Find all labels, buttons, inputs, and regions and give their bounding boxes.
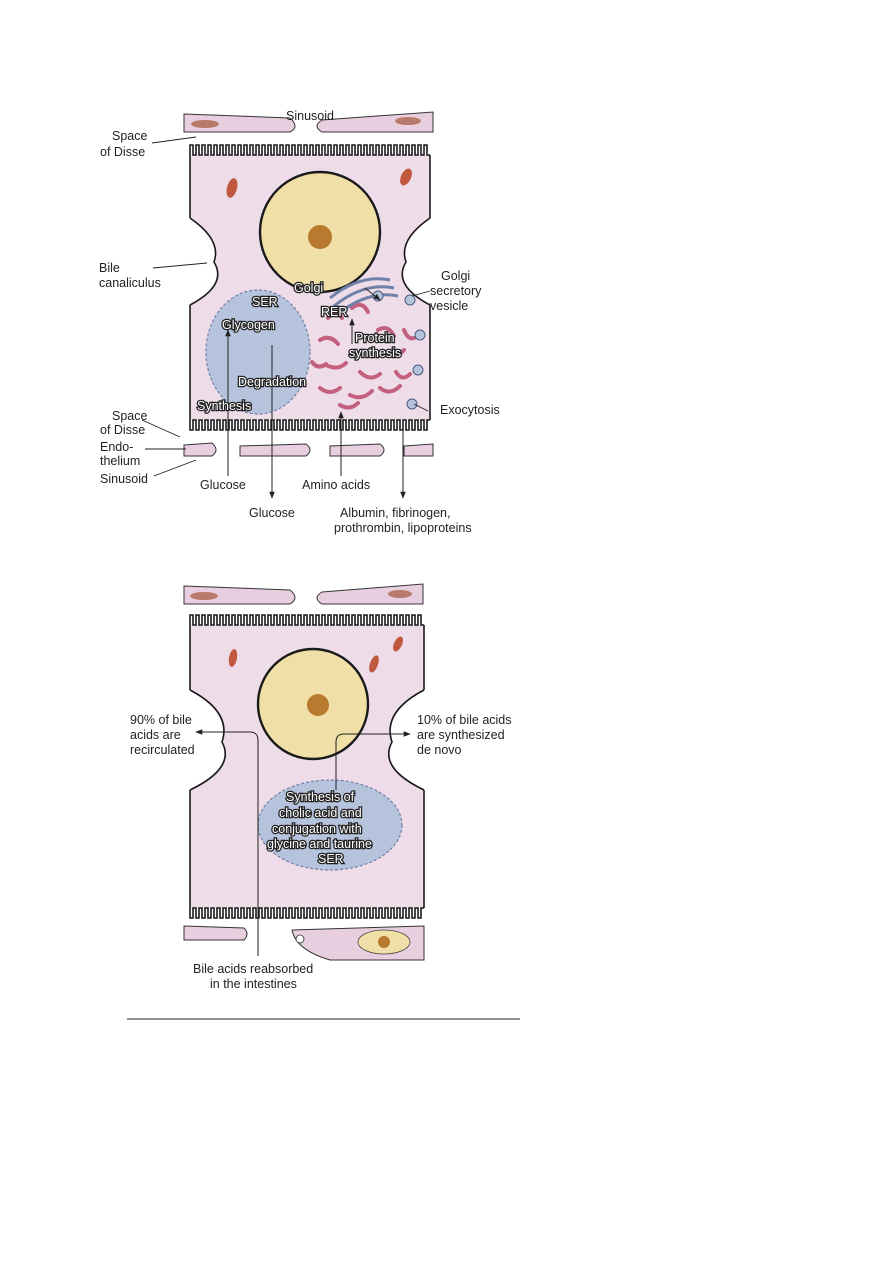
label-ser-synthesis-4: glycine and taurine: [267, 837, 372, 851]
mitochondrion: [226, 178, 238, 198]
label-reabsorbed-2: in the intestines: [210, 977, 297, 991]
label-de-novo-2: are synthesized: [417, 728, 505, 742]
label-golgi: Golgi: [294, 281, 323, 295]
label-de-novo-1: 10% of bile acids: [417, 713, 512, 727]
microvilli-bottom: [189, 419, 430, 431]
nucleolus-top: [308, 225, 332, 249]
label-glucose-in: Glucose: [200, 478, 246, 492]
sinusoid-endothelium-bottom-2: [183, 925, 425, 961]
label-glycogen: Glycogen: [222, 318, 275, 332]
nucleolus-bottom: [307, 694, 329, 716]
label-ser-synthesis-3: conjugation with: [272, 822, 362, 836]
recirculation-arrow: [195, 729, 259, 956]
label-recirculated-1: 90% of bile: [130, 713, 192, 727]
mitochondrion: [393, 636, 403, 652]
label-glucose-out: Glucose: [249, 506, 295, 520]
label-ser-synthesis-2: cholic acid and: [279, 806, 362, 820]
label-sinusoid-bottom: Sinusoid: [100, 472, 148, 486]
label-de-novo-3: de novo: [417, 743, 462, 757]
label-ser-synthesis-1: Synthesis of: [286, 790, 355, 804]
sinusoid-endothelium-top: [183, 111, 434, 133]
bile-canaliculus-left: [188, 218, 217, 305]
top-figure: Sinusoid Space of Disse Bile canaliculus…: [99, 109, 500, 535]
label-golgi-vesicle-1: Golgi: [441, 269, 470, 283]
label-endothelium: Endo-: [100, 440, 133, 454]
label-synthesis: Synthesis: [197, 399, 251, 413]
microvilli-top: [189, 144, 430, 156]
label-space-of-disse-bottom-2: of Disse: [100, 423, 145, 437]
label-space-of-disse-bottom: Space: [112, 409, 147, 423]
ser-glycogen-region: [205, 289, 311, 415]
label-rer: RER: [321, 305, 347, 319]
secretory-vesicles: [372, 290, 426, 410]
bottom-figure: 90% of bile acids are recirculated 10% o…: [130, 583, 512, 991]
rer-region: [310, 302, 416, 410]
label-canaliculus: canaliculus: [99, 276, 161, 290]
label-endothelium-2: thelium: [100, 454, 140, 468]
label-recirculated-3: recirculated: [130, 743, 195, 757]
label-degradation: Degradation: [238, 375, 306, 389]
label-bile: Bile: [99, 261, 120, 275]
label-ser-bottom: SER: [318, 852, 344, 866]
label-plasma-proteins-2: prothrombin, lipoproteins: [334, 521, 472, 535]
label-golgi-vesicle-3: vesicle: [430, 299, 468, 313]
label-space-of-disse-top-2: of Disse: [100, 145, 145, 159]
label-exocytosis: Exocytosis: [440, 403, 500, 417]
mitochondrion: [400, 168, 412, 186]
label-space-of-disse-top: Space: [112, 129, 147, 143]
sinusoid-endothelium-bottom: [183, 442, 434, 457]
label-ser: SER: [252, 295, 278, 309]
sinusoid-endothelium-top-2: [183, 583, 424, 605]
label-plasma-proteins-1: Albumin, fibrinogen,: [340, 506, 450, 520]
mitochondrion: [228, 649, 238, 667]
bile-canaliculus-right: [403, 218, 432, 305]
label-amino-acids: Amino acids: [302, 478, 370, 492]
mitochondrion: [369, 655, 379, 673]
de-novo-arrow: [335, 731, 411, 790]
label-golgi-vesicle-2: secretory: [430, 284, 482, 298]
label-synthesis-protein: synthesis: [349, 346, 401, 360]
label-sinusoid-top: Sinusoid: [286, 109, 334, 123]
label-protein: Protein: [355, 331, 395, 345]
golgi-apparatus: [329, 277, 399, 316]
label-reabsorbed-1: Bile acids reabsorbed: [193, 962, 313, 976]
label-recirculated-2: acids are: [130, 728, 181, 742]
